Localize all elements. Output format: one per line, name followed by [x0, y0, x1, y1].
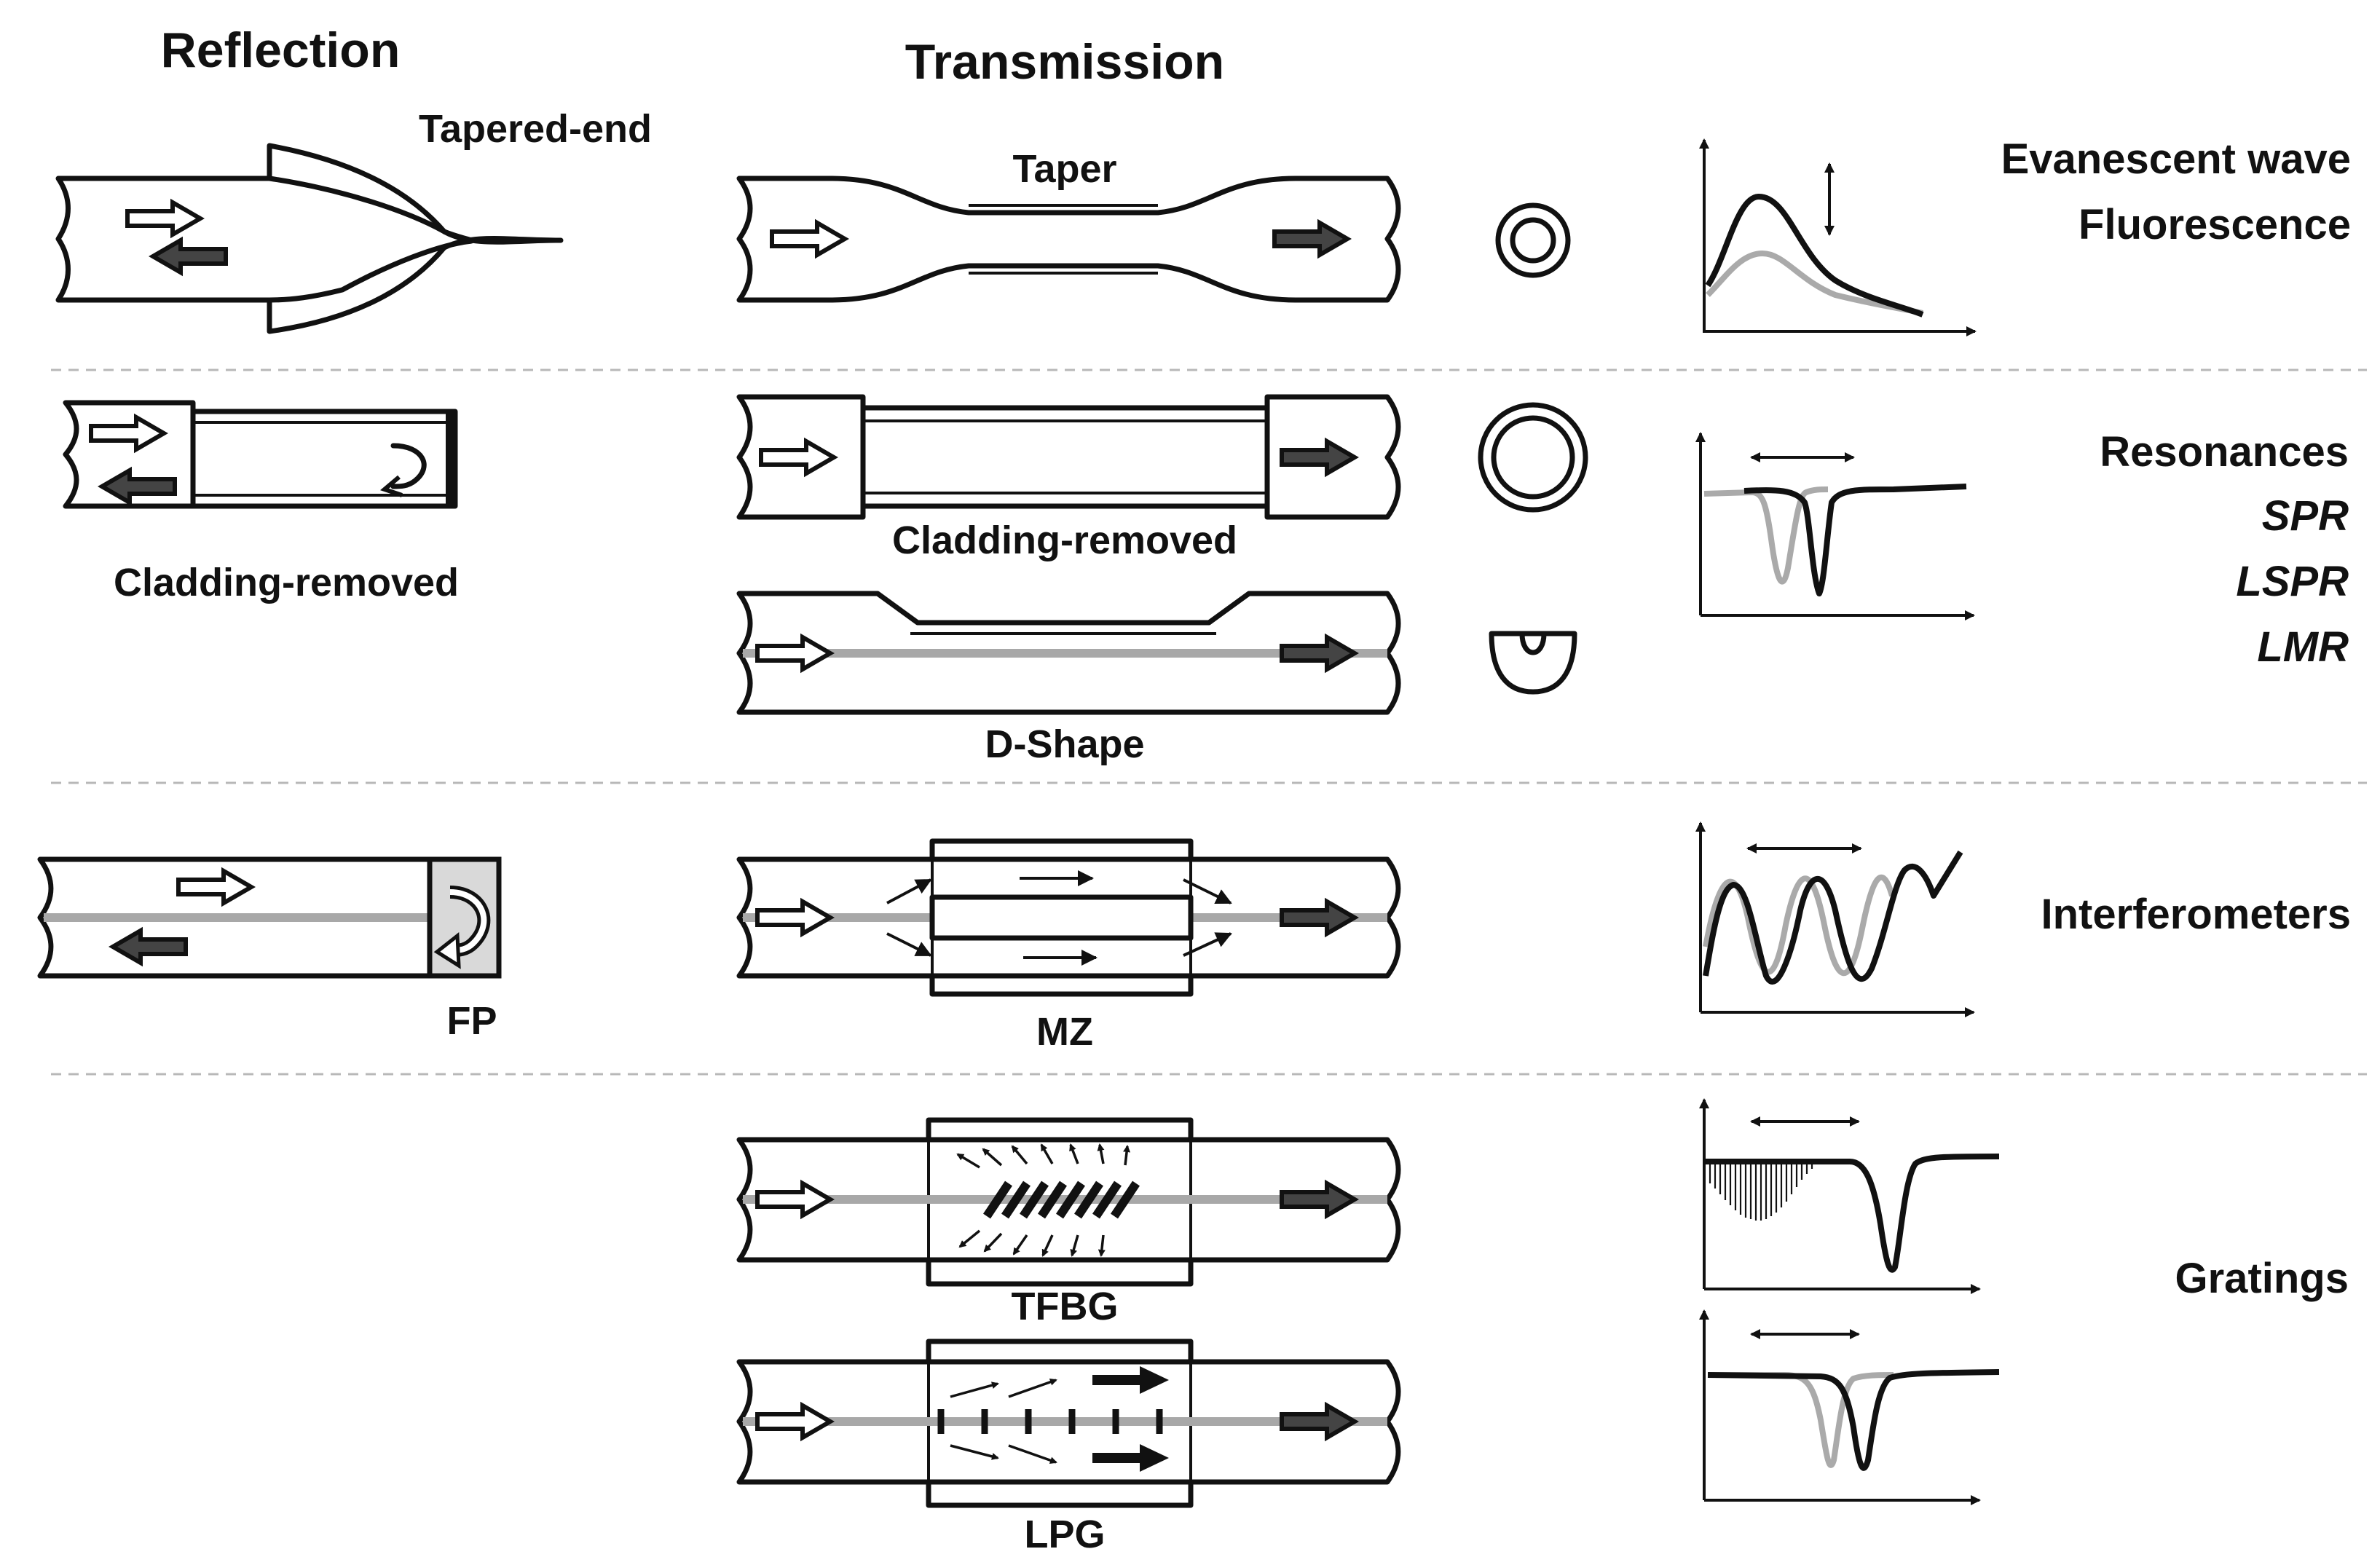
d-shape-fiber — [736, 591, 1401, 715]
tapered-end-label: Tapered-end — [419, 107, 652, 151]
tfbg-fiber — [736, 1117, 1401, 1287]
fabry-perot-fiber — [37, 856, 502, 979]
transmission-header: Transmission — [905, 34, 1224, 90]
taper-fiber — [736, 176, 1401, 303]
fp-label: FP — [446, 999, 497, 1043]
tfbg-spectrum-plot — [1699, 1098, 2000, 1294]
mach-zehnder-fiber — [736, 838, 1401, 997]
cladding-removed-transmission-fiber — [736, 394, 1401, 520]
mz-label: MZ — [1036, 1010, 1093, 1054]
lpg-spectrum-plot — [1699, 1309, 2000, 1505]
cladding-removed-transmission-label: Cladding-removed — [892, 519, 1237, 562]
resonance-spectrum-plot — [1695, 432, 1975, 620]
lpg-label: LPG — [1024, 1513, 1105, 1556]
gratings-label: Gratings — [2175, 1255, 2349, 1302]
taper-label: Taper — [1012, 147, 1116, 191]
lmr-label: LMR — [2257, 623, 2349, 671]
lpg-fiber — [736, 1339, 1401, 1508]
fluorescence-spectrum-plot — [1699, 138, 1977, 336]
d-shape-cross-section-icon — [1489, 631, 1577, 695]
cladding-removed-reflection-label: Cladding-removed — [114, 561, 459, 604]
taper-cross-section-icon — [1495, 202, 1571, 278]
cladding-removed-cross-section-icon — [1478, 402, 1588, 513]
tfbg-label: TFBG — [1012, 1285, 1119, 1328]
tapered-end-fiber — [55, 143, 564, 334]
lspr-label: LSPR — [2236, 558, 2349, 605]
cladding-removed-reflection-fiber — [63, 400, 458, 509]
interferometer-spectrum-plot — [1695, 821, 1975, 1017]
interferometers-label: Interferometers — [2041, 891, 2351, 938]
reflection-header: Reflection — [161, 23, 401, 78]
fluorescence-label: Fluorescence — [2078, 201, 2351, 248]
d-shape-label: D-Shape — [985, 722, 1144, 766]
resonances-label: Resonances — [2100, 428, 2349, 476]
evanescent-wave-label: Evanescent wave — [2001, 135, 2351, 183]
spr-label: SPR — [2262, 492, 2349, 540]
